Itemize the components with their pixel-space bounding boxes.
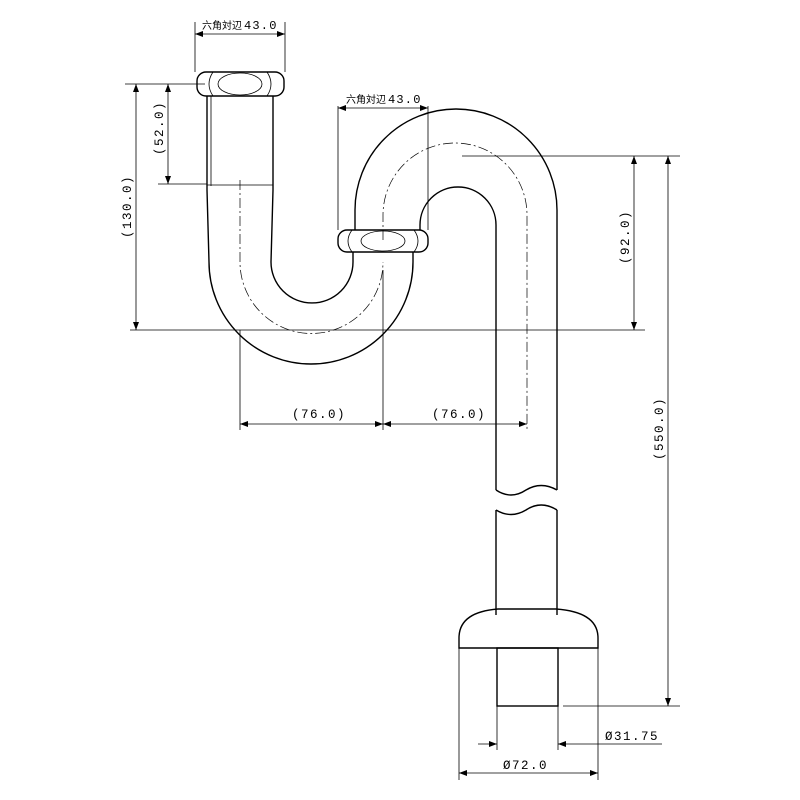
flange-diameter-label: Ø72.0	[503, 759, 548, 773]
height-52-label: (52.0)	[153, 101, 167, 155]
hex-mid-prefix: 六角対辺	[346, 93, 386, 106]
height-130-label: (130.0)	[121, 175, 135, 238]
offset-left-label: (76.0)	[292, 408, 346, 422]
dim-height-92: (92.0)	[462, 155, 680, 330]
inlet-sleeve	[206, 96, 274, 190]
dim-flange-diameter: Ø72.0	[458, 648, 599, 780]
u-bend-pipe	[206, 180, 414, 365]
pipe-diameter-label: Ø31.75	[605, 730, 659, 744]
hex-top-value: 43.0	[244, 19, 278, 33]
hex-mid-value: 43.0	[388, 93, 422, 107]
offset-right-label: (76.0)	[432, 408, 486, 422]
hex-top-prefix: 六角対辺	[202, 19, 242, 32]
pipe-break-lines	[495, 484, 558, 516]
dim-middle-hex-width: 六角対辺 43.0	[337, 93, 429, 230]
dim-offsets-76: (76.0) (76.0)	[239, 270, 527, 430]
dim-top-hex-width: 六角対辺 43.0	[194, 19, 286, 72]
dim-height-52: (52.0)	[153, 84, 207, 185]
floor-flange	[458, 608, 599, 707]
dim-pipe-diameter: Ø31.75	[478, 706, 662, 750]
upper-bend-pipe	[354, 108, 558, 490]
dim-height-130: (130.0)	[121, 83, 205, 330]
tailpiece-pipe	[495, 510, 558, 615]
dim-height-550: (550.0)	[563, 156, 680, 707]
inlet-hex-nut	[196, 71, 285, 97]
height-550-label: (550.0)	[653, 397, 667, 460]
height-92-label: (92.0)	[619, 210, 633, 264]
